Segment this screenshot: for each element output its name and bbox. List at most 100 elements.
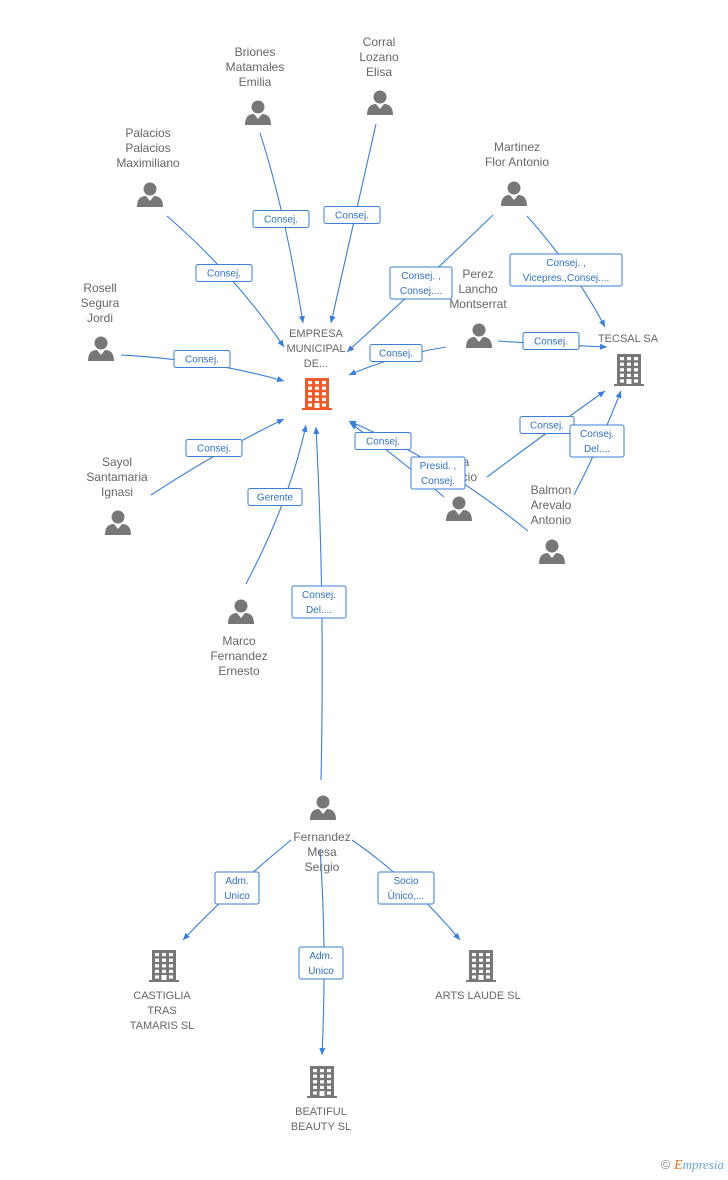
edge-label-text: Consej. [534,337,568,348]
person-label-marco-line: Marco [222,634,256,648]
edge-label-balmon-center[interactable]: Consej. [354,432,412,450]
edge-label-martinez-tecsal[interactable]: Consej. ,Vicepres.,Consej.... [509,253,623,287]
edge-label-box[interactable] [291,585,347,619]
edge-label-balmon-tecsal[interactable]: Consej. Del.... [569,424,625,458]
edge-label-perez-center[interactable]: Consej. [369,344,423,362]
edge-label-box[interactable] [509,253,623,287]
edge-label-palacios-center[interactable]: Consej. [195,264,253,282]
footer-brand[interactable]: © Empresia [661,1157,724,1174]
person-label-briones-line: Matamales [226,60,285,74]
edge-label-box[interactable] [389,266,453,300]
edge-label-box[interactable] [377,871,435,905]
edge-label-text: Gerente [257,493,294,504]
edge-label-text: Adm.Unico [224,876,250,902]
edge-label-line: Consej. [207,269,241,280]
edge-label-fernandez-castiglia[interactable]: Adm.Unico [214,871,260,905]
edge-label-line: Consej. [335,211,369,222]
edge-label-martinez-center[interactable]: Consej. ,Consej.... [389,266,453,300]
company-icon-castiglia[interactable] [149,950,179,982]
person-icon[interactable] [367,90,393,116]
edge-label-box[interactable] [247,488,303,506]
edge-label-line: Consej. [580,429,614,440]
company-icon-beatiful[interactable] [307,1066,337,1098]
company-icon-tecsal[interactable] [614,354,644,386]
edge-label-box[interactable] [323,206,381,224]
edge-label-line: Consej. [534,337,568,348]
edge-label-line: Del.... [584,444,610,455]
person-icon[interactable] [501,181,527,207]
edge-label-box[interactable] [522,332,580,350]
person-label-palacios-line: Palacios [125,141,170,155]
person-label-corral-line: Corral [363,35,396,49]
edge-label-box[interactable] [298,946,344,980]
edge-label-corral-center[interactable]: Consej. [323,206,381,224]
edge-label-text: Consej. [530,421,564,432]
edge-label-perez-tecsal[interactable]: Consej. [522,332,580,350]
edge-label-text: Consej.Del.... [302,590,336,616]
person-label-fernandez-line: Sergio [305,860,340,874]
edge-label-rosell-center[interactable]: Consej. [173,350,231,368]
edge-label-line: Consej. [421,476,455,487]
company-label-castiglia-line: TRAS [147,1005,176,1017]
edge-label-line: Consej. [379,349,413,360]
person-label-briones-line: Briones [235,45,276,59]
edge-label-box[interactable] [214,871,260,905]
edge-label-box[interactable] [369,344,423,362]
person-label-briones-line: Emilia [239,75,272,89]
edge-label-line: Socio [393,876,418,887]
edge-label-box[interactable] [410,456,466,490]
brand-initial: E [674,1158,683,1173]
edge-label-socio-center[interactable]: Presid. ,Consej. [410,456,466,490]
center-company-icon[interactable] [302,378,332,410]
edge-label-line: Del.... [306,605,332,616]
person-label-balmon-line: Arevalo [531,498,572,512]
person-label-sayol-line: Ignasi [101,485,133,499]
person-icon[interactable] [466,323,492,349]
edge-label-sayol-center[interactable]: Consej. [185,439,243,457]
edge-label-box[interactable] [195,264,253,282]
edge-label-text: Consej. ,Consej.... [400,271,442,297]
company-label-tecsal: TECSAL SA [598,333,659,345]
edge-label-fernandez-beatiful[interactable]: Adm.Unico [298,946,344,980]
person-label-perez-line: Perez [462,267,493,281]
person-icon[interactable] [228,599,254,625]
company-label-arts: ARTS LAUDE SL [435,990,520,1002]
edge-label-line: Consej. [264,215,298,226]
person-label-rosell-line: Jordi [87,311,113,325]
person-icon[interactable] [446,496,472,522]
person-icon[interactable] [105,510,131,536]
edge-label-box[interactable] [252,210,310,228]
person-icon[interactable] [245,100,271,126]
copyright-symbol: © [660,1157,671,1172]
person-label-marco-line: Fernandez [210,649,267,663]
edge-label-line: Consej. , [546,258,585,269]
edge-label-text: Consej. [185,355,219,366]
company-icon-arts[interactable] [466,950,496,982]
person-icon[interactable] [310,795,336,821]
company-label-castiglia-line: CASTIGLIA [133,990,191,1002]
person-icon[interactable] [539,539,565,565]
edge-label-marco-center[interactable]: Gerente [247,488,303,506]
person-icon[interactable] [137,182,163,208]
edge-label-socio-tecsal[interactable]: Consej. [519,416,575,434]
edge-label-box[interactable] [185,439,243,457]
edge-label-box[interactable] [173,350,231,368]
edge-label-box[interactable] [354,432,412,450]
edge-label-briones-center[interactable]: Consej. [252,210,310,228]
edge-label-fernandez-center[interactable]: Consej.Del.... [291,585,347,619]
edge-label-box[interactable] [569,424,625,458]
company-label-beatiful-line: BEAUTY SL [291,1121,351,1133]
person-icon[interactable] [88,336,114,362]
